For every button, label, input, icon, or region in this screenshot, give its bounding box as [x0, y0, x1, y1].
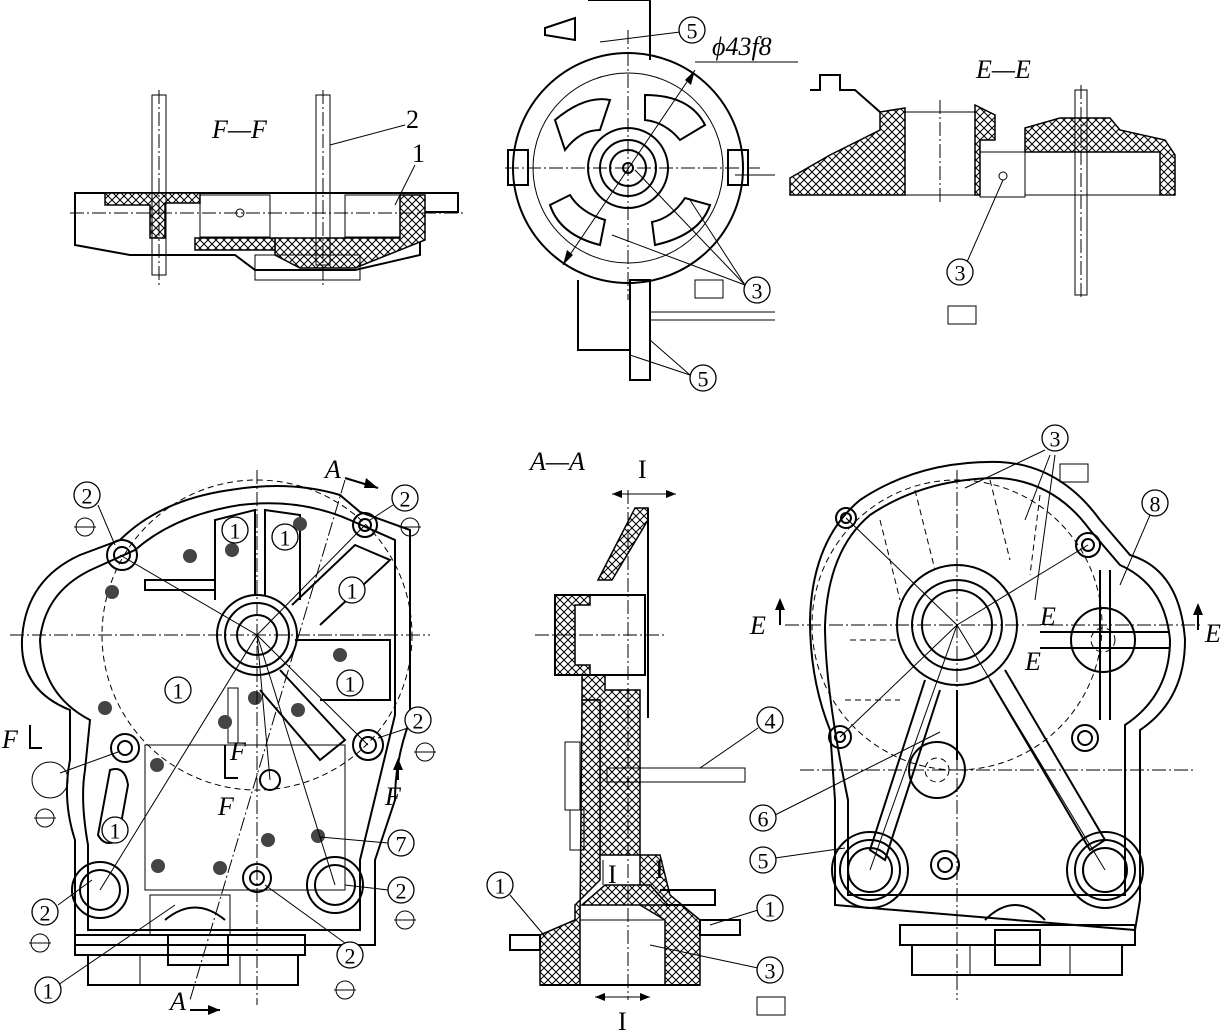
right-callout-6: 6: [758, 807, 769, 832]
ff-callout-1: 1: [412, 139, 425, 168]
left-callout-1c: 1: [347, 579, 358, 604]
left-callout-2f: 2: [40, 901, 51, 926]
right-callout-3: 3: [1050, 427, 1061, 452]
section-mark-i-mid-right: I: [655, 855, 664, 884]
top-center-view: ϕ43f8 5 3 5: [505, 0, 798, 392]
top-callout-5a: 5: [687, 19, 698, 44]
section-mark-i-mid-left: I: [608, 860, 617, 889]
section-mark-a-bottom: A: [168, 987, 186, 1016]
section-mark-a-top: A: [323, 455, 341, 484]
left-callout-2b: 2: [400, 487, 411, 512]
view-title-ff: F—F: [211, 115, 268, 144]
ee-callout-3: 3: [955, 261, 966, 286]
top-callout-3: 3: [752, 279, 763, 304]
aa-callout-3: 3: [765, 959, 776, 984]
left-callout-1b: 1: [280, 526, 291, 551]
left-callout-1f: 1: [110, 819, 121, 844]
aa-callout-1-left: 1: [495, 874, 506, 899]
right-main-view: 3 8 6 5 E E E E: [749, 424, 1221, 1000]
left-callout-2d: 2: [396, 879, 407, 904]
section-mark-f-left: F: [1, 725, 19, 754]
left-callout-2e: 2: [345, 944, 356, 969]
section-mark-f-1: F: [229, 737, 247, 766]
left-callout-1d: 1: [173, 679, 184, 704]
left-callout-1e: 1: [345, 672, 356, 697]
section-mark-i-top: I: [638, 455, 647, 484]
left-callout-2a: 2: [82, 484, 93, 509]
section-view-ff: F—F 2 1: [70, 90, 465, 285]
left-callout-7: 7: [396, 832, 407, 857]
view-title-ee: E—E: [975, 55, 1031, 84]
section-mark-e-right: E: [1204, 619, 1221, 648]
section-mark-i-bottom: I: [618, 1007, 627, 1033]
aa-callout-4: 4: [765, 709, 776, 734]
section-mark-f-right: F: [384, 782, 402, 811]
left-main-view: 2 2 1 1 1 1 1 1 2 7 2 2 1 2 A: [1, 455, 436, 1016]
section-mark-f-2: F: [217, 792, 235, 821]
aa-callout-1-right: 1: [765, 897, 776, 922]
section-mark-e-mid: E: [1039, 602, 1056, 631]
section-mark-e-left: E: [749, 611, 766, 640]
top-callout-5b: 5: [698, 367, 709, 392]
right-callout-8: 8: [1150, 492, 1161, 517]
dimension-phi43f8: ϕ43f8: [712, 32, 772, 61]
section-mark-e-mid2: E: [1024, 647, 1041, 676]
section-view-ee: E—E 3: [789, 55, 1176, 325]
left-callout-1a: 1: [230, 519, 241, 544]
view-title-aa: A—A: [528, 447, 585, 476]
right-callout-5: 5: [758, 849, 769, 874]
left-callout-1g: 1: [43, 979, 54, 1004]
section-view-aa: A—A I I 4 I I: [486, 447, 786, 1033]
ff-callout-2: 2: [406, 105, 419, 134]
left-callout-2c: 2: [413, 709, 424, 734]
